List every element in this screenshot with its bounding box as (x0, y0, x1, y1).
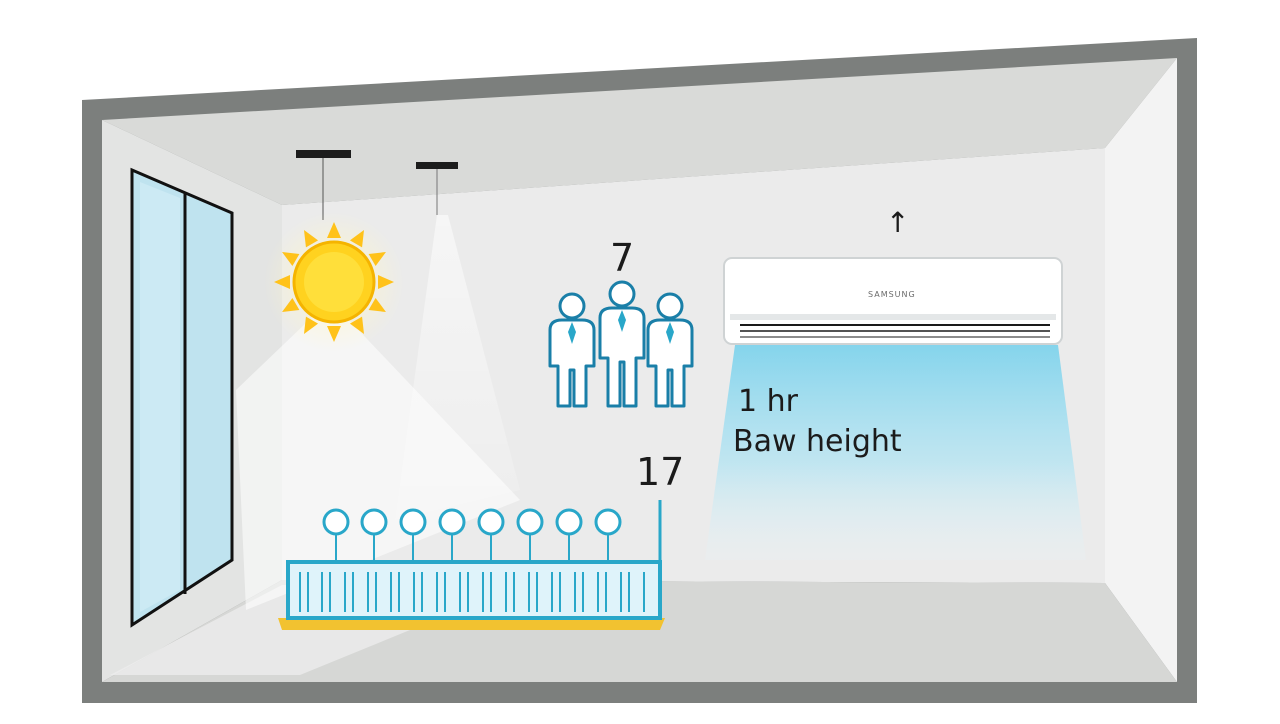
up-arrow-icon: ↑ (886, 206, 910, 239)
air-conditioner-icon (723, 257, 1063, 345)
ac-brand-label: SAMSUNG (868, 290, 916, 299)
desks-group (278, 500, 665, 630)
sunlight-beam (236, 300, 520, 610)
desk-count-label: 17 (636, 450, 685, 494)
person-icon (548, 292, 596, 408)
ceiling-light-icon (416, 162, 458, 215)
person-icon (598, 280, 646, 408)
right-wall (1105, 58, 1177, 682)
occupant-count-label: 7 (610, 236, 635, 280)
sun-icon (264, 212, 404, 352)
desk-frame (286, 560, 662, 620)
height-label: Baw height (733, 424, 902, 459)
person-icon (646, 292, 694, 408)
ceiling-light-icon (296, 150, 351, 220)
duration-label: 1 hr (738, 384, 798, 419)
light-cone (395, 215, 520, 520)
ceiling (102, 58, 1177, 205)
occupants-group (548, 280, 694, 408)
ac-airflow (705, 345, 1086, 560)
desk-base (278, 618, 665, 630)
window (130, 167, 234, 628)
